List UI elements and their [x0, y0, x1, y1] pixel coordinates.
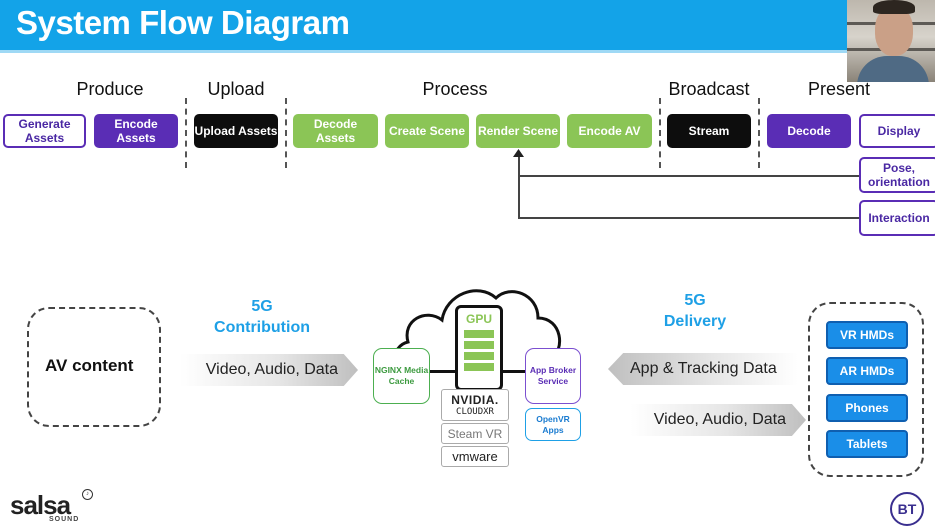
gpu-bar [464, 330, 494, 338]
broker-connector [503, 370, 527, 373]
vendor-nvidia-cloudxr: NVIDIA. CLOUDXR [441, 389, 509, 421]
presenter-webcam [847, 0, 935, 82]
vendor-vmware-label: vmware [452, 449, 498, 464]
step-display: Display [859, 114, 935, 148]
stage-produce: Produce [76, 79, 144, 99]
gpu-bar [464, 363, 494, 371]
page-title: System Flow Diagram [16, 4, 350, 41]
av-content-box [27, 307, 161, 427]
stage-divider [659, 98, 661, 168]
vendor-vmware: vmware [441, 446, 509, 467]
gpu-server: GPU [455, 305, 503, 391]
presenter-hair [873, 0, 915, 14]
stage-upload: Upload [207, 79, 265, 99]
step-create-scene: Create Scene [385, 114, 469, 148]
vendor-nvidia-line1: NVIDIA. [451, 393, 499, 407]
salsa-mark-icon: ♪ [82, 489, 93, 500]
delivery-title-line2: Delivery [663, 313, 727, 330]
step-decode-assets: Decode Assets [293, 114, 378, 148]
title-underline [0, 50, 935, 53]
stage-divider [285, 98, 287, 168]
step-encode-assets: Encode Assets [94, 114, 178, 148]
feedback-line-interaction [518, 217, 859, 219]
nginx-media-cache: NGINX Media Cache [373, 348, 430, 404]
downlink-flow-arrow: Video, Audio, Data [630, 404, 806, 436]
contribution-title-line1: 5G [251, 298, 273, 315]
contribution-flow-arrow: Video, Audio, Data [180, 354, 358, 386]
delivery-title: 5G Delivery [640, 290, 750, 332]
device-ar-hmds: AR HMDs [826, 357, 908, 385]
gpu-label: GPU [465, 312, 492, 326]
contribution-title: 5G Contribution [200, 296, 324, 338]
step-upload-assets: Upload Assets [194, 114, 278, 148]
vendor-nvidia-line2: CLOUDXR [456, 407, 494, 417]
salsa-sound-sublabel: SOUND [49, 516, 80, 523]
downlink-flow-label: Video, Audio, Data [653, 411, 786, 428]
step-decode: Decode [767, 114, 851, 148]
stage-process: Process [422, 79, 488, 99]
feedback-arrowhead-icon [513, 149, 524, 157]
stage-broadcast: Broadcast [668, 79, 750, 99]
av-content-label: AV content [45, 356, 134, 375]
delivery-title-line1: 5G [684, 292, 706, 309]
bt-logo: BT [890, 492, 924, 526]
devices-group [808, 302, 924, 477]
uplink-flow-label: App & Tracking Data [630, 360, 777, 377]
title-banner: System Flow Diagram [0, 0, 935, 50]
presenter-face [875, 6, 913, 56]
app-broker-service: App Broker Service [525, 348, 581, 404]
device-tablets: Tablets [826, 430, 908, 458]
salsa-sound-logo: salsa [10, 490, 71, 520]
feedback-pose-orientation: Pose, orientation [859, 157, 935, 193]
stage-divider [185, 98, 187, 168]
feedback-interaction: Interaction [859, 200, 935, 236]
openvr-apps: OpenVR Apps [525, 408, 581, 441]
step-stream: Stream [667, 114, 751, 148]
gpu-bar [464, 341, 494, 349]
cache-connector [430, 370, 455, 373]
step-encode-av: Encode AV [567, 114, 652, 148]
stage-present: Present [807, 79, 871, 99]
step-render-scene: Render Scene [476, 114, 560, 148]
contribution-title-line2: Contribution [214, 319, 310, 336]
device-vr-hmds: VR HMDs [826, 321, 908, 349]
contribution-flow-label: Video, Audio, Data [205, 361, 338, 378]
uplink-flow-arrow: App & Tracking Data [608, 353, 798, 385]
gpu-bar [464, 352, 494, 360]
vendor-steamvr-label: Steam VR [447, 426, 503, 441]
feedback-line-pose [518, 175, 859, 177]
vendor-steamvr: Steam VR [441, 423, 509, 444]
step-generate-assets: Generate Assets [3, 114, 86, 148]
device-phones: Phones [826, 394, 908, 422]
feedback-line-vertical [518, 153, 520, 218]
stage-divider [758, 98, 760, 168]
